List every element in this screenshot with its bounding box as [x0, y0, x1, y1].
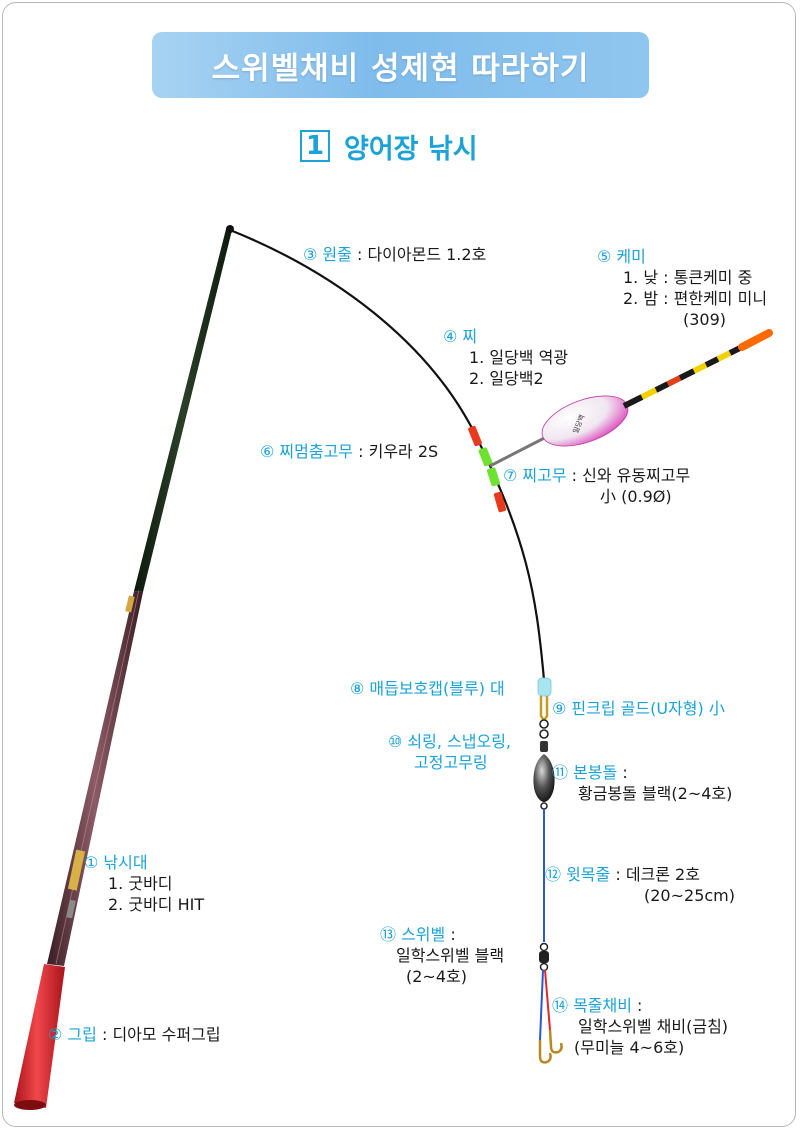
- pin-clip: [539, 696, 549, 721]
- label-chemical-light: ⑤ 케미 1. 낮 : 통큰케미 중 2. 밤 : 편한케미 미니 (309): [597, 247, 768, 329]
- rings: [539, 719, 549, 752]
- page-title: 스위벨채비 성제현 따라하기: [211, 50, 590, 87]
- label-hook-rig: ⑭ 목줄채비 : 일학스위벨 채비(금침) (무미늘 4~6호): [552, 996, 729, 1057]
- label-swivel: ⑬ 스위벨 : 일학스위벨 블랙 (2~4호): [380, 925, 505, 986]
- section-heading: 1 양어장 낚시: [300, 126, 478, 166]
- label-float: ④ 찌 1. 일당백 역광 2. 일당백2: [443, 327, 569, 388]
- hook-leaders: [539, 969, 551, 1041]
- label-knot-cap: ⑧ 매듭보호캡(블루) 대: [350, 679, 505, 698]
- label-float-rubber: ⑦ 찌고무 : 신와 유동찌고무 小 (0.9Ø): [503, 466, 691, 506]
- label-grip: ② 그립 : 디아모 수퍼그립: [48, 1025, 221, 1044]
- section-title: 양어장 낚시: [344, 133, 478, 165]
- title-banner: 스위벨채비 성제현 따라하기: [152, 32, 649, 98]
- sinker: [533, 754, 555, 802]
- rod-butt-section: [47, 591, 143, 966]
- grip: [14, 964, 65, 1108]
- chemical-light: [738, 329, 773, 351]
- float-antenna: [622, 344, 744, 409]
- label-sinker: ⑪ 본봉돌 : 황금봉돌 블랙(2~4호): [552, 763, 733, 803]
- label-rings: ⑩ 쇠링, 스냅오링, 고정고무링: [388, 732, 512, 772]
- rod-tip: [226, 225, 234, 233]
- swivel: [539, 942, 549, 972]
- knot-protection-cap: [537, 677, 552, 697]
- label-float-stopper: ⑥ 찌멈춤고무 : 키우라 2S: [260, 442, 439, 461]
- label-pin-clip: ⑨ 핀크립 골드(U자형) 小: [552, 699, 725, 718]
- float-rubber: [478, 447, 501, 487]
- rod-decal: [66, 595, 135, 919]
- label-main-line: ③ 원줄 : 다이아몬드 1.2호: [303, 245, 487, 264]
- rod-upper-section: [134, 229, 232, 592]
- float-body: [541, 395, 629, 447]
- label-upper-leader: ⑫ 윗목줄 : 데크론 2호 (20~25cm): [545, 865, 735, 905]
- hooks: [538, 1029, 563, 1064]
- label-rod: ① 낚시대 1. 굿바디 2. 굿바디 HIT: [84, 853, 205, 914]
- section-number-box: 1: [300, 130, 330, 162]
- float-stopper-rubber: [468, 425, 507, 513]
